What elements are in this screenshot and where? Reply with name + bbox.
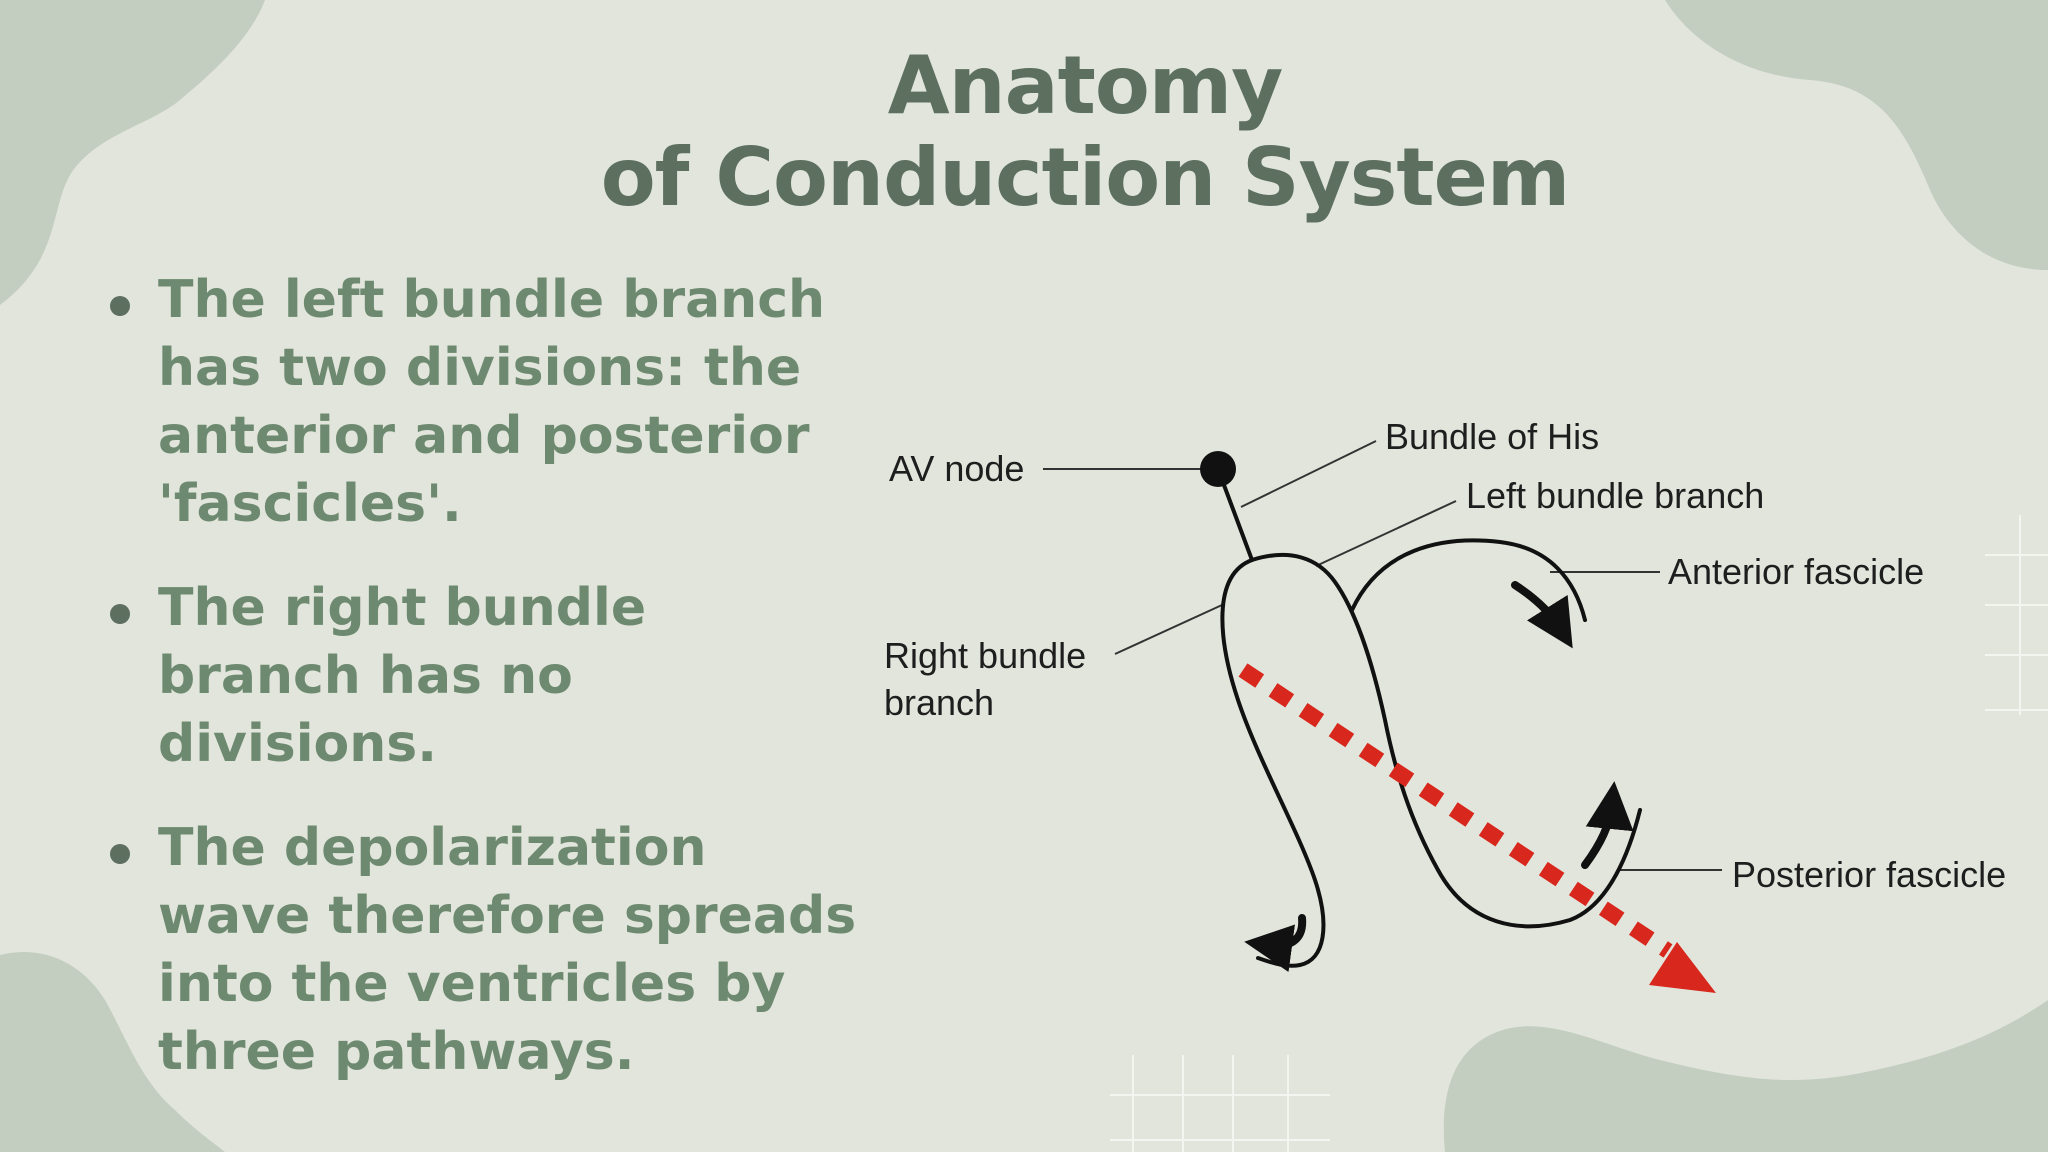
depolarization-arrowhead-icon: [1649, 942, 1716, 993]
label-right-bundle-branch-line2: branch: [884, 682, 994, 723]
label-right-bundle-branch-line1: Right bundle: [884, 635, 1086, 676]
right-bundle-branch-path: [1220, 558, 1326, 968]
right-branch-arrow-icon: [1244, 914, 1307, 973]
bullet-dot-icon: [110, 604, 130, 624]
bullet-line: The right bundle: [158, 578, 647, 638]
title-line-2: of Conduction System: [600, 131, 1571, 224]
grid-decoration-right: [1985, 515, 2048, 715]
bundle-of-his-leader-line: [1240, 440, 1377, 508]
page-title: Anatomy of Conduction System: [0, 40, 2048, 224]
bullet-item: The left bundle branch has two divisions…: [108, 266, 888, 538]
bullet-line: 'fascicles'.: [158, 474, 462, 534]
bullet-line: The left bundle branch: [158, 270, 826, 330]
label-posterior-fascicle: Posterior fascicle: [1732, 854, 2006, 895]
bullet-line: wave therefore spreads: [158, 886, 857, 946]
label-bundle-of-his: Bundle of His: [1385, 416, 1599, 457]
anterior-fascicle-path: [1350, 538, 1587, 622]
bullet-line: The depolarization: [158, 818, 707, 878]
anterior-arrow-icon: [1511, 581, 1573, 649]
label-av-node: AV node: [889, 448, 1024, 489]
label-left-bundle-branch: Left bundle branch: [1466, 475, 1764, 516]
depolarization-wave-arrow: [1238, 663, 1673, 958]
grid-decoration-bottom: [1110, 1055, 1330, 1152]
bullet-line: has two divisions: the: [158, 338, 802, 398]
right-bundle-branch-leader-line: [1114, 604, 1223, 655]
av-node-dot: [1200, 451, 1236, 487]
bullet-dot-icon: [110, 844, 130, 864]
blob-bottom-right: [1443, 1000, 2048, 1152]
blob-bottom-left: [0, 952, 225, 1152]
title-line-1: Anatomy: [887, 39, 1284, 132]
bullet-line: branch has no: [158, 646, 573, 706]
left-bundle-branch-leader-line: [1315, 500, 1457, 567]
bullet-list: The left bundle branch has two divisions…: [108, 266, 888, 1122]
bullet-item: The depolarization wave therefore spread…: [108, 814, 888, 1086]
blob-top-left: [0, 0, 265, 305]
blob-top-right: [1665, 0, 2048, 270]
bullet-line: into the ventricles by: [158, 954, 786, 1014]
bullet-item: The right bundle branch has no divisions…: [108, 574, 888, 778]
bullet-line: divisions.: [158, 714, 437, 774]
bullet-line: anterior and posterior: [158, 406, 810, 466]
bullet-line: three pathways.: [158, 1022, 635, 1082]
bullet-dot-icon: [110, 296, 130, 316]
left-bundle-branch-path: [1250, 552, 1642, 929]
label-anterior-fascicle: Anterior fascicle: [1668, 551, 1924, 592]
posterior-arrow-icon: [1581, 781, 1634, 869]
